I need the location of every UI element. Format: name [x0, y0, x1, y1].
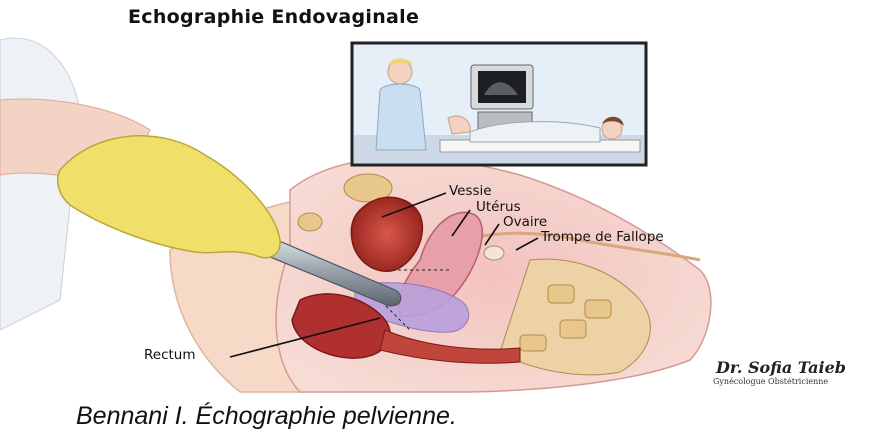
- label-vessie: Vessie: [449, 183, 492, 199]
- label-uterus: Utérus: [476, 199, 521, 215]
- label-ovaire: Ovaire: [503, 214, 547, 230]
- signature-name: Dr. Sofia Taieb: [716, 358, 846, 377]
- gloved-hand: [58, 136, 281, 258]
- label-trompe: Trompe de Fallope: [541, 229, 664, 245]
- figure-caption: Bennani I. Échographie pelvienne.: [76, 402, 457, 431]
- inset-photo: [352, 43, 646, 165]
- label-rectum: Rectum: [144, 347, 196, 363]
- signature-role: Gynécologue Obstétricienne: [713, 377, 828, 386]
